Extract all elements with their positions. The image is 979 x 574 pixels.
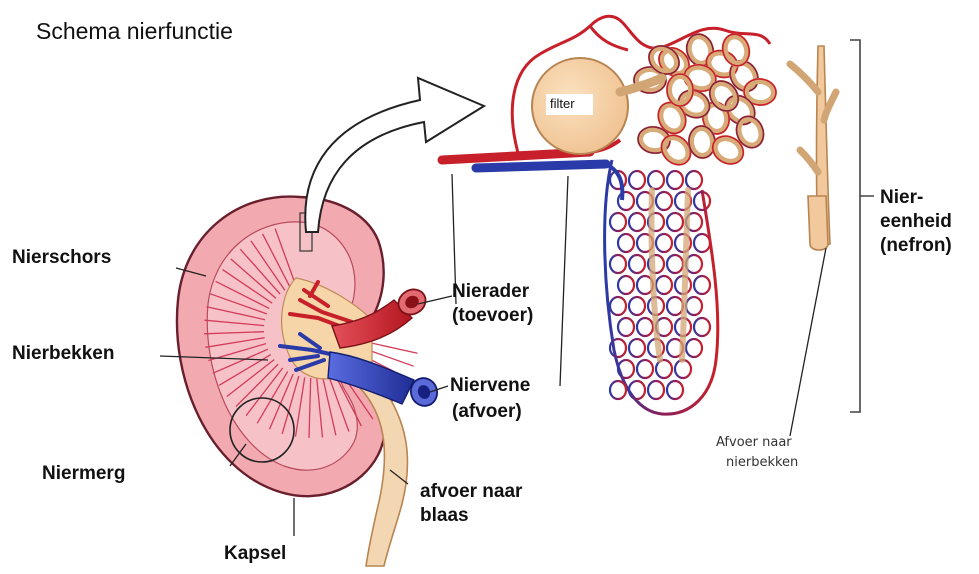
label-nefron-1: Nier- (880, 186, 923, 209)
label-nefron-2: eenheid (880, 210, 952, 233)
label-nierbekken: Nierbekken (12, 342, 114, 365)
label-kapsel: Kapsel (224, 542, 286, 565)
label-nierader: Nierader (452, 280, 529, 303)
label-nierschors: Nierschors (12, 246, 111, 269)
label-niervene-sub: (afvoer) (452, 400, 522, 423)
label-afvoer-nierbekken: Afvoer naar (716, 434, 792, 451)
nephron-bracket (850, 40, 874, 412)
label-afvoer-blaas-sub: blaas (420, 504, 469, 527)
kidney (177, 197, 441, 566)
label-afvoer-blaas: afvoer naar (420, 480, 522, 503)
label-afvoer-nierbekken-sub: nierbekken (726, 454, 798, 471)
page-title: Schema nierfunctie (36, 18, 233, 45)
nephron (442, 16, 874, 414)
convoluted-tubule (634, 31, 777, 171)
vein-bar (476, 164, 606, 168)
capillary-net-cells (610, 171, 710, 399)
label-nierader-sub: (toevoer) (452, 304, 533, 327)
filter-label: filter (546, 94, 593, 115)
collecting-duct-lower (808, 196, 828, 250)
label-niervene: Niervene (450, 374, 530, 397)
label-nefron-3: (nefron) (880, 234, 952, 257)
label-niermerg: Niermerg (42, 462, 125, 485)
